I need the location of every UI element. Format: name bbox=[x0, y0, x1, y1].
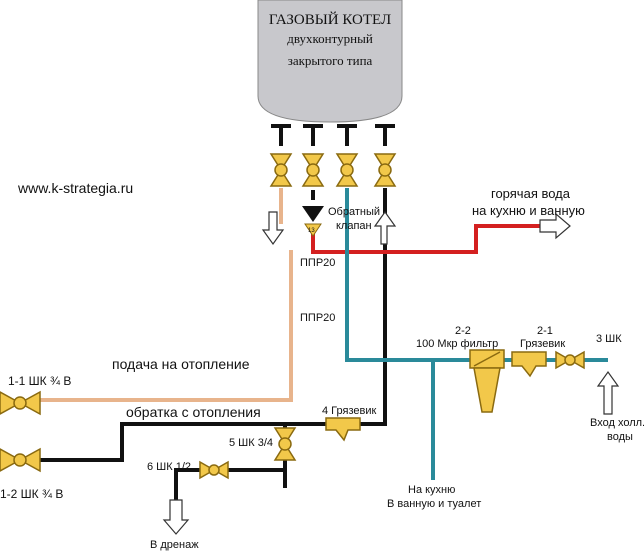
boiler-body bbox=[257, 0, 403, 123]
strainer-icon bbox=[511, 351, 547, 378]
hot-water-label-1: горячая вода bbox=[491, 186, 570, 201]
valve-5-label: 5 ШК 3/4 bbox=[229, 437, 274, 449]
valve-1-1-label: 1-1 ШК ¾ В bbox=[8, 374, 72, 388]
kitchen-label-2: В ванную и туалет bbox=[387, 498, 482, 510]
ball-valve-icon bbox=[555, 350, 585, 370]
check-valve-icon bbox=[302, 206, 324, 222]
cold-in-label-2: воды bbox=[607, 431, 633, 443]
strainer-2-1-code-label: 2-1 bbox=[537, 325, 553, 337]
hot-water-label-2: на кухню и ванную bbox=[472, 203, 585, 218]
pipe-hot-water bbox=[311, 224, 540, 254]
kitchen-label-1: На кухню bbox=[408, 484, 456, 496]
boiler-outlets bbox=[279, 126, 387, 146]
ball-valve-icon bbox=[0, 390, 41, 473]
ball-valve-icon bbox=[269, 153, 397, 187]
return-heating-label: обратка с отопления bbox=[126, 404, 261, 420]
filter-icon bbox=[469, 349, 505, 413]
valve-1-2-label: 1-2 ШК ¾ В bbox=[0, 487, 64, 501]
supply-heating-label: подача на отопление bbox=[112, 356, 250, 372]
boiler-subtitle-1: двухконтурный bbox=[287, 31, 373, 46]
boiler-subtitle-2: закрытого типа bbox=[287, 53, 373, 68]
flow-arrow-icon bbox=[162, 210, 620, 535]
ball-valve-icon bbox=[199, 460, 229, 480]
boiler-title: ГАЗОВЫЙ КОТЕЛ bbox=[268, 12, 392, 28]
check-valve-body bbox=[304, 223, 322, 237]
filter-name-label: 100 Мкр фильтр bbox=[416, 338, 499, 350]
valve-3-label: 3 ШК bbox=[596, 333, 622, 345]
check-valve-label-1: Обратный bbox=[328, 206, 381, 218]
drain-label: В дренаж bbox=[150, 539, 199, 551]
strainer-4-label: 4 Грязевик bbox=[322, 405, 377, 417]
website-label: www.k-strategia.ru bbox=[18, 180, 134, 196]
strainer-2-1-name-label: Грязевик bbox=[520, 338, 566, 350]
check-valve-label-2: клапан bbox=[336, 220, 372, 232]
valve-6-label: 6 ШК 1/2 bbox=[147, 461, 192, 473]
ppr20-top-label: ППР20 bbox=[300, 257, 336, 269]
strainer-icon bbox=[325, 417, 361, 442]
ppr20-mid-label: ППР20 bbox=[300, 312, 336, 324]
pipe-supply-heating bbox=[36, 188, 293, 402]
filter-code-label: 2-2 bbox=[455, 325, 471, 337]
pipe-return-heating bbox=[36, 188, 387, 462]
cold-in-label-1: Вход холл. bbox=[590, 417, 644, 429]
check-valve-marker: 13 bbox=[308, 228, 315, 234]
ball-valve-icon bbox=[273, 427, 297, 461]
